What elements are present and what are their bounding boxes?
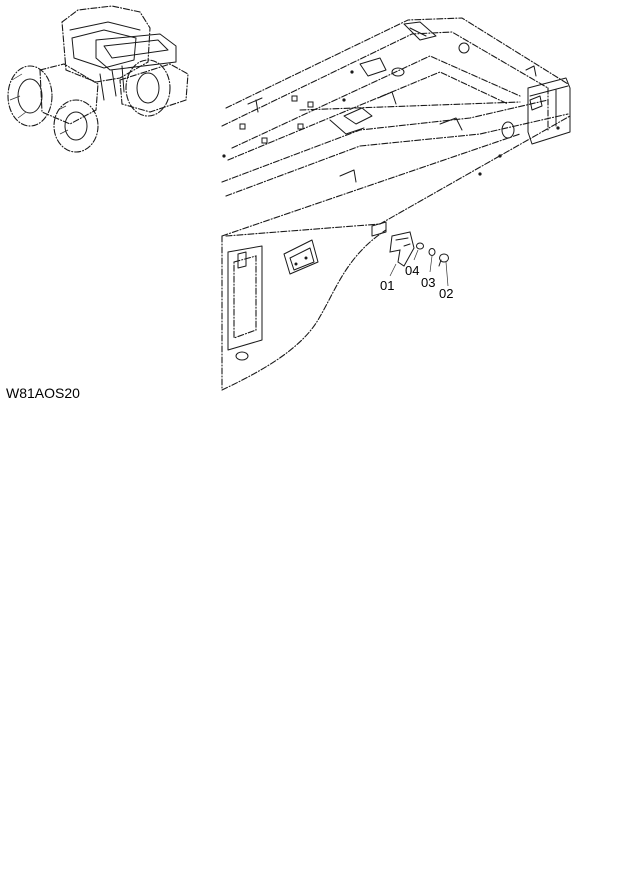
frame-assembly	[221, 17, 571, 391]
callout-02: 02	[439, 286, 453, 301]
nut-part	[428, 248, 436, 256]
callout-04: 04	[405, 263, 419, 278]
callout-labels: 01 04 03 02	[380, 263, 453, 301]
callout-03: 03	[421, 275, 435, 290]
bracket-part	[389, 231, 415, 267]
bolt-part	[438, 253, 449, 267]
figure-code: W81AOS20	[6, 385, 80, 401]
washer-part	[416, 242, 424, 250]
leader-lines	[389, 249, 449, 287]
vehicle-thumbnail	[7, 5, 189, 153]
callout-01: 01	[380, 278, 394, 293]
